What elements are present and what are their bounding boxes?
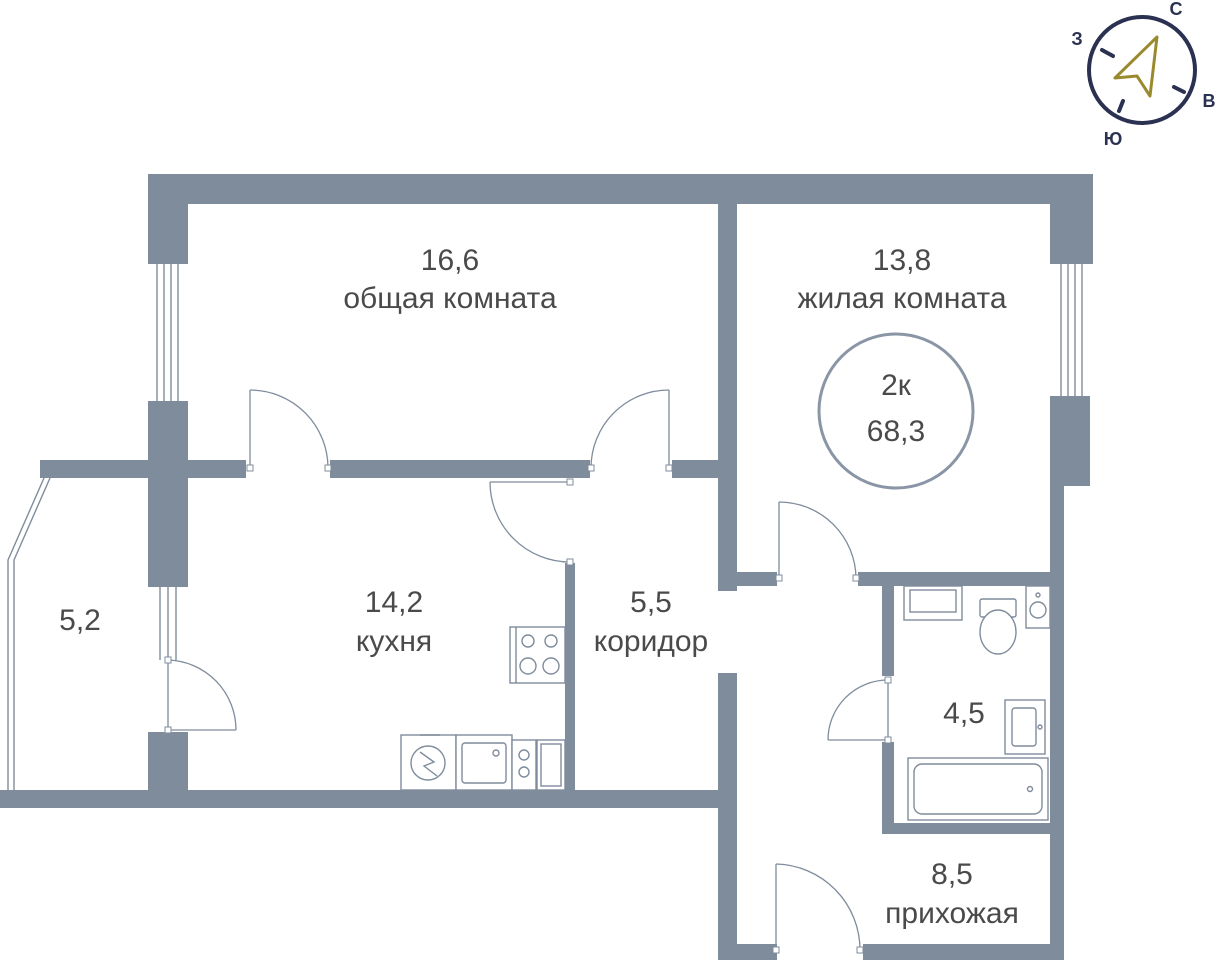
door-bathroom (827, 676, 892, 744)
room-labels: 16,6 общая комната 13,8 жилая комната 14… (59, 244, 1019, 930)
window-common-room (156, 264, 179, 401)
compass-ring (1087, 15, 1197, 125)
wall-bedroom-bottom-right (858, 572, 1050, 586)
door-common-room-left (246, 389, 332, 472)
door-balcony (164, 656, 237, 734)
dishwasher-icon (511, 739, 537, 791)
door-common-room-right (587, 389, 673, 472)
corridor-area: 5,5 (630, 586, 672, 619)
door-kitchen (489, 478, 574, 566)
wall-hall-bottom-right (863, 944, 1050, 960)
washbasin-icon (1004, 699, 1046, 755)
wall-left-pier (148, 401, 188, 587)
wall-bath-left-top (882, 586, 894, 676)
wall-kitchen-top-mid (330, 460, 590, 478)
wall-bottom (0, 790, 737, 808)
washing-machine-icon (400, 734, 457, 791)
bath-sink-top-icon (903, 585, 963, 621)
compass-tick-east (1172, 85, 1186, 94)
wall-partition-vertical (718, 204, 737, 591)
fridge-icon (536, 739, 566, 791)
wall-right-pier (1050, 396, 1090, 486)
compass-south: Ю (1104, 129, 1123, 149)
door-entrance (772, 863, 864, 954)
stove-icon (509, 626, 566, 684)
badge-total-area: 68,3 (867, 415, 925, 448)
wall-kitchen-top-right (672, 460, 718, 478)
living-room-name: жилая комната (797, 282, 1006, 315)
door-living-room (775, 501, 860, 582)
bathtub-icon (907, 757, 1049, 821)
balcony-area: 5,2 (59, 604, 101, 637)
wall-top (148, 174, 1093, 204)
compass: С В Ю З (1071, 0, 1215, 149)
kitchen-area: 14,2 (365, 586, 423, 619)
bathroom-area: 4,5 (943, 697, 985, 730)
windows (7, 264, 1083, 790)
doors (164, 389, 892, 954)
toilet-icon (979, 598, 1017, 655)
wall-balcony-top (40, 460, 148, 478)
hallway-name: прихожая (885, 897, 1019, 930)
compass-tick-south (1117, 99, 1125, 113)
compass-north: С (1170, 0, 1183, 19)
wall-bath-left-bottom (882, 742, 894, 834)
walls (0, 174, 1093, 960)
wall-hall-bottom-left (737, 944, 777, 960)
hallway-area: 8,5 (931, 858, 973, 891)
living-room-area: 13,8 (873, 244, 931, 277)
bath-sink-right-icon (1025, 585, 1051, 629)
wall-bedroom-bottom-left (737, 572, 777, 586)
wall-bath-bottom (882, 823, 1050, 834)
common-room-area: 16,6 (421, 244, 479, 277)
kitchen-name: кухня (356, 625, 432, 658)
corridor-name: коридор (594, 625, 708, 658)
apartment-badge: 2к 68,3 (817, 332, 975, 490)
badge-rooms: 2к (881, 369, 912, 402)
wall-kitchen-right (565, 563, 575, 791)
wall-left-top (148, 174, 188, 264)
kitchen-sink-icon (455, 734, 513, 791)
balcony-outline (7, 477, 51, 790)
badge-ring (817, 332, 975, 490)
compass-east: В (1203, 91, 1216, 111)
wall-kitchen-top-left (188, 460, 246, 478)
compass-tick-west (1100, 48, 1115, 58)
wall-corridor-lower (718, 673, 737, 960)
compass-west: З (1071, 29, 1082, 49)
fixtures (400, 585, 1051, 821)
window-kitchen (159, 587, 177, 660)
compass-arrow-icon (1113, 35, 1159, 98)
common-room-name: общая комната (343, 282, 557, 315)
wall-right-lower (1050, 486, 1064, 960)
wall-right-top (1050, 174, 1093, 264)
window-living-room (1060, 264, 1083, 396)
